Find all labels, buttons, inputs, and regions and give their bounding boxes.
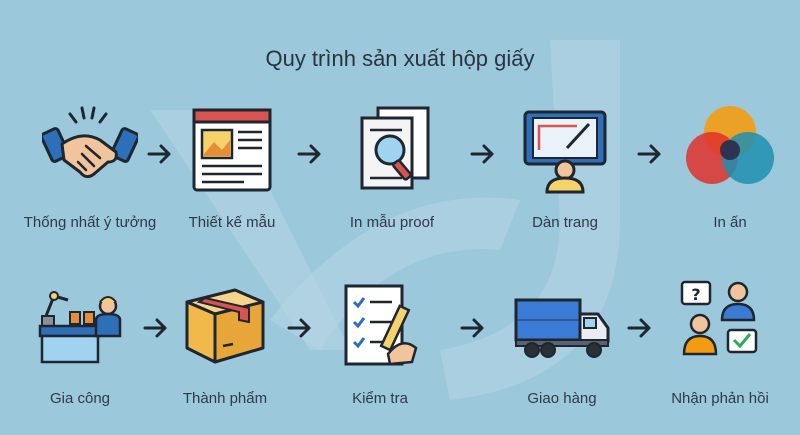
- step-label: Thành phẩm: [182, 390, 268, 407]
- feedback-people-icon: ?: [680, 280, 758, 356]
- step-processing: Gia công: [5, 276, 155, 407]
- document-magnifier-icon: [360, 106, 430, 190]
- step-label: Thống nhất ý tưởng: [23, 214, 157, 231]
- step-label: Kiểm tra: [352, 390, 408, 407]
- step-label: Dàn trang: [532, 214, 598, 231]
- factory-worker-icon: [38, 291, 122, 364]
- diagram-title: Quy trình sản xuất hộp giấy: [265, 46, 535, 71]
- step-label: In ấn: [713, 214, 747, 231]
- handshake-icon: [42, 106, 138, 179]
- arrow-right-icon: [460, 318, 484, 338]
- step-feedback: ? Nhận phản hồi: [645, 276, 795, 407]
- step-agree-idea: Thống nhất ý tưởng: [15, 100, 165, 231]
- step-inspection: Kiểm tra: [305, 276, 455, 407]
- monitor-layout-icon: [523, 110, 607, 194]
- step-label: In mẫu proof: [349, 214, 435, 231]
- step-delivery: Giao hàng: [487, 276, 637, 407]
- delivery-truck-icon: [514, 298, 610, 358]
- arrow-right-icon: [627, 318, 651, 338]
- step-label: Gia công: [49, 390, 111, 407]
- step-finished-product: Thành phẩm: [150, 276, 300, 407]
- arrow-right-icon: [147, 144, 171, 164]
- arrow-right-icon: [287, 318, 311, 338]
- step-printing: In ấn: [655, 100, 800, 231]
- step-label: Nhận phản hồi: [671, 390, 769, 407]
- arrow-right-icon: [297, 144, 321, 164]
- step-label: Thiết kế mẫu: [188, 214, 276, 231]
- box-icon: [185, 288, 265, 364]
- design-layout-icon: [192, 108, 272, 192]
- svg-text:?: ?: [691, 285, 700, 304]
- arrow-right-icon: [637, 144, 661, 164]
- step-print-proof: In mẫu proof: [317, 100, 467, 231]
- step-label: Giao hàng: [527, 390, 597, 407]
- step-layout: Dàn trang: [490, 100, 640, 231]
- arrow-right-icon: [143, 318, 167, 338]
- color-circles-icon: [686, 106, 774, 184]
- checklist-icon: [344, 284, 418, 366]
- arrow-right-icon: [470, 144, 494, 164]
- step-design-sample: Thiết kế mẫu: [157, 100, 307, 231]
